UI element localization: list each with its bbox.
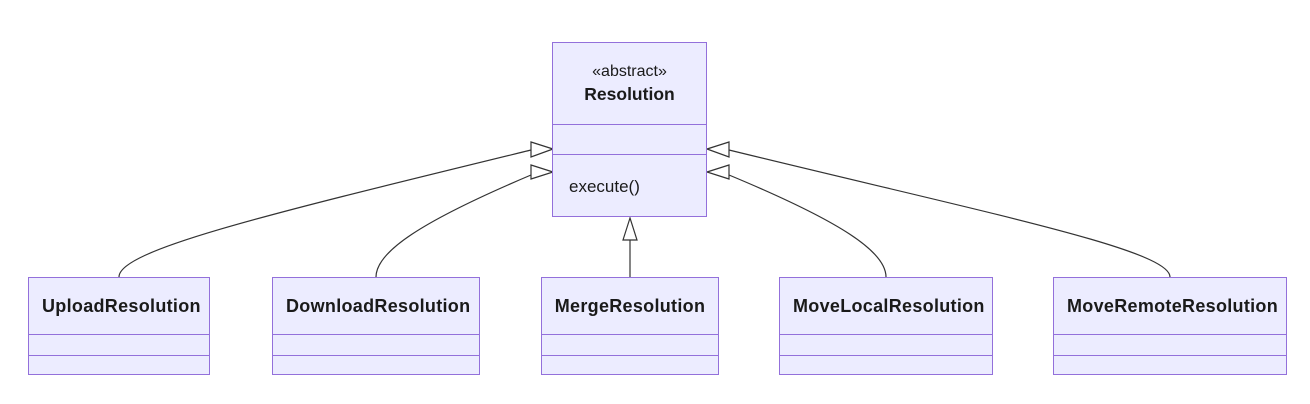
- inheritance-arrowhead-merge: [622, 216, 638, 241]
- inheritance-arrowhead-download: [530, 164, 555, 180]
- stereotype-label: «abstract»: [592, 62, 667, 80]
- edge-downloadresolution-to-resolution: [375, 174, 532, 278]
- methods-compartment: [542, 355, 718, 376]
- inheritance-arrowhead-movelocal: [705, 164, 730, 180]
- class-name-label: UploadResolution: [42, 295, 201, 316]
- methods-compartment: [273, 355, 479, 376]
- class-name-label: DownloadResolution: [286, 295, 471, 316]
- class-node-resolution: «abstract» Resolution execute(): [552, 42, 707, 217]
- methods-compartment: [29, 355, 209, 376]
- attributes-compartment: [273, 334, 479, 355]
- method-label: execute(): [569, 176, 640, 196]
- edge-uploadresolution-to-resolution: [118, 149, 532, 278]
- inheritance-arrowhead-moveremote: [705, 141, 730, 158]
- methods-compartment: execute(): [553, 154, 706, 218]
- attributes-compartment: [29, 334, 209, 355]
- edge-moveremoteresolution-to-resolution: [728, 149, 1171, 278]
- class-name-label: MoveRemoteResolution: [1067, 295, 1279, 316]
- class-title-compartment: «abstract» Resolution: [553, 43, 706, 124]
- inheritance-arrowhead-upload: [530, 141, 555, 158]
- class-name-label: Resolution: [584, 83, 675, 104]
- edge-movelocalresolution-to-resolution: [728, 174, 887, 278]
- attributes-compartment: [542, 334, 718, 355]
- attributes-compartment: [553, 124, 706, 154]
- class-node-downloadresolution: DownloadResolution: [272, 277, 480, 375]
- methods-compartment: [1054, 355, 1286, 376]
- class-name-label: MoveLocalResolution: [793, 295, 985, 316]
- class-node-mergeresolution: MergeResolution: [541, 277, 719, 375]
- attributes-compartment: [1054, 334, 1286, 355]
- class-node-moveremoteresolution: MoveRemoteResolution: [1053, 277, 1287, 375]
- methods-compartment: [780, 355, 992, 376]
- class-name-label: MergeResolution: [554, 295, 706, 316]
- class-node-uploadresolution: UploadResolution: [28, 277, 210, 375]
- attributes-compartment: [780, 334, 992, 355]
- class-node-movelocalresolution: MoveLocalResolution: [779, 277, 993, 375]
